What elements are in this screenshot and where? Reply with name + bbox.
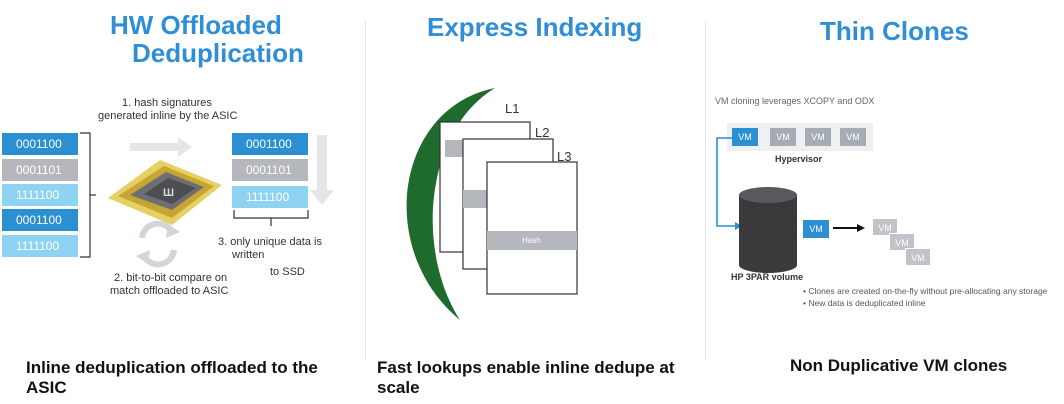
indexing-caption-line2: scale [377, 378, 420, 397]
clones-title: Thin Clones [820, 16, 969, 46]
clones-intro: VM cloning leverages XCOPY and ODX [715, 96, 875, 106]
right-arrow [130, 137, 192, 157]
volume-label: HP 3PAR volume [731, 272, 804, 282]
divider-1 [365, 20, 366, 360]
green-arc [406, 88, 495, 320]
dedup-caption-line2: ASIC [26, 378, 67, 397]
left-block-5: 1111100 [2, 235, 78, 257]
divider-2 [705, 20, 706, 360]
hypervisor-vm-4: VM [840, 128, 866, 146]
hash-label-l2: Hash [499, 194, 518, 203]
right-block-2: 0001101 [232, 159, 308, 181]
clones-graphics [716, 123, 873, 273]
clone-path-arrowhead [735, 222, 742, 230]
cycle-arrowhead-2 [136, 250, 150, 264]
clones-caption: Non Duplicative VM clones [790, 356, 1008, 375]
clones-panel: Thin Clones VM cloning leverages XCOPY a… [705, 0, 1064, 404]
hash-label-l3: Hash [522, 236, 541, 245]
source-vm: VM [803, 220, 829, 238]
dedup-step2-line1: 2. bit-to-bit compare on [114, 272, 228, 284]
dedup-step2-line2: match offloaded to ASIC [110, 285, 229, 297]
dedup-graphics: Ш [80, 132, 334, 268]
hypervisor-vm-2: VM [770, 128, 796, 146]
right-block-3: 1111100 [232, 186, 308, 208]
left-block-1: 0001100 [2, 133, 78, 155]
clone-vm-1: VM [872, 218, 898, 236]
indexing-title: Express Indexing [427, 12, 643, 42]
hypervisor-vm-3: VM [805, 128, 831, 146]
left-block-2: 0001101 [2, 159, 78, 181]
level-frame-l3 [486, 161, 578, 295]
clone-arrow-head [857, 224, 865, 232]
clone-vm-3: VM [905, 248, 931, 266]
level-label-l3: L3 [557, 149, 572, 164]
dedup-step3-line2: written [232, 249, 265, 261]
dedup-title-line1: HW Offloaded [110, 10, 282, 40]
storage-cylinder-icon [739, 187, 797, 273]
hypervisor-vm-1: VM [732, 128, 758, 146]
level-label-l2: L2 [535, 125, 550, 140]
asic-chip-icon: Ш [108, 160, 222, 225]
svg-text:Ш: Ш [163, 187, 174, 199]
clone-vm-2: VM [889, 233, 915, 251]
indexing-graphics [406, 88, 578, 320]
clones-bullet-1: • Clones are created on-the-fly without … [803, 286, 1048, 296]
clones-bullet-2: • New data is deduplicated inline [803, 298, 926, 308]
right-block-1: 0001100 [232, 133, 308, 155]
cycle-arrowhead-1 [166, 224, 180, 238]
level-label-l1: L1 [505, 101, 520, 116]
hash-bar-l3 [487, 231, 577, 250]
dedup-title-line2: Deduplication [132, 38, 304, 68]
dedup-step3-line1: 3. only unique data is [218, 236, 322, 248]
dedup-panel: HW Offloaded Deduplication 1. hash signa… [0, 0, 365, 404]
hash-label-l1: Hash [477, 143, 496, 152]
down-arrow [310, 135, 334, 205]
clone-path-connector [716, 137, 735, 227]
dedup-step3-line3: to SSD [270, 266, 305, 278]
left-block-3: 1111100 [2, 184, 78, 206]
dedup-step1-line1: 1. hash signatures [122, 97, 212, 109]
hypervisor-label: Hypervisor [775, 154, 823, 164]
dedup-step1-line2: generated inline by the ASIC [98, 110, 238, 122]
indexing-caption-line1: Fast lookups enable inline dedupe at [377, 358, 675, 377]
left-block-4: 0001100 [2, 209, 78, 231]
indexing-panel: Express Indexing L1 L2 L3 Hash Hash Hash… [365, 0, 705, 404]
left-bracket [80, 132, 91, 258]
right-bracket [233, 210, 309, 219]
dedup-caption-line1: Inline deduplication offloaded to the [26, 358, 318, 377]
